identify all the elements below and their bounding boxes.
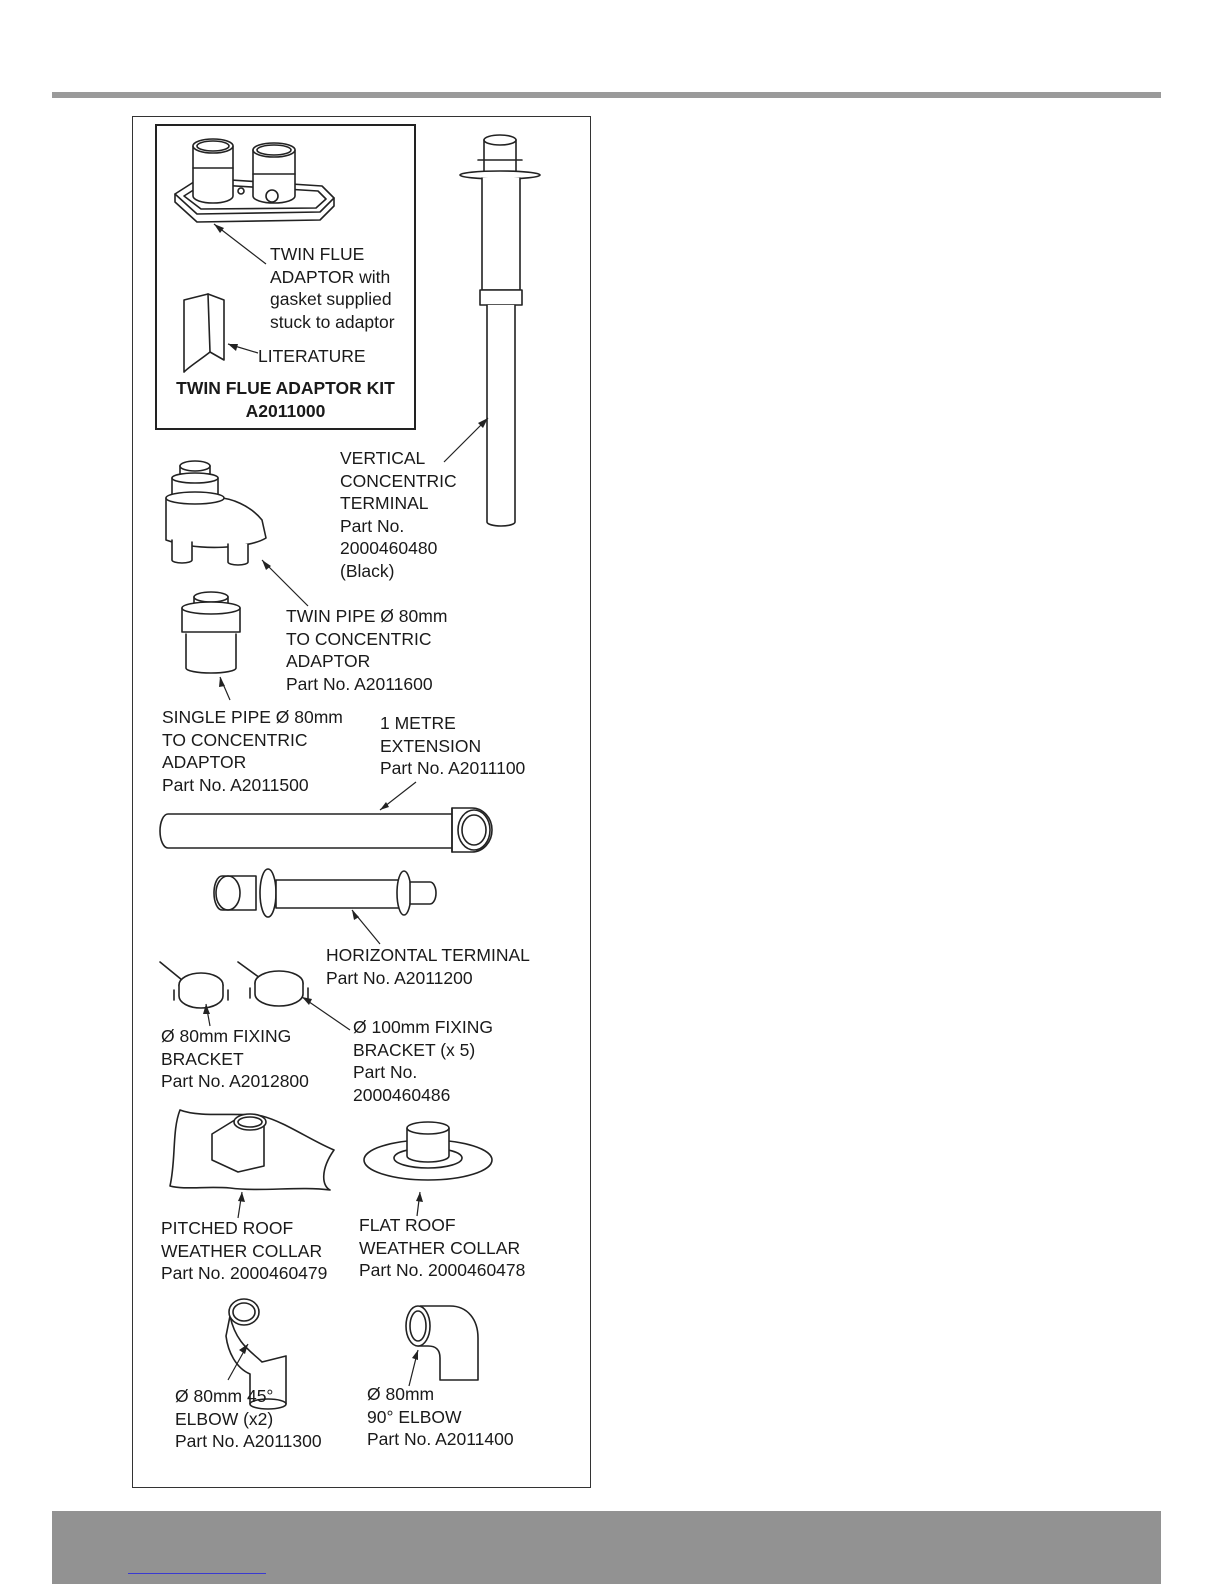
fixing-bracket-80-drawing <box>159 961 229 1009</box>
kit-title: TWIN FLUE ADAPTOR KIT A2011000 <box>176 378 395 421</box>
pitched-roof-collar-label: PITCHED ROOF WEATHER COLLAR Part No. 200… <box>161 1218 328 1284</box>
header-rule <box>52 92 1161 98</box>
figure-frame <box>132 116 591 1488</box>
footer-bar <box>52 1511 1161 1584</box>
elbow-45-drawing <box>225 1298 287 1410</box>
pitched-roof-collar-drawing <box>169 1109 335 1191</box>
elbow-90-drawing <box>405 1305 479 1381</box>
flat-roof-collar-label: FLAT ROOF WEATHER COLLAR Part No. 200046… <box>359 1215 526 1281</box>
bracket-100-label: Ø 100mm FIXING BRACKET (x 5) Part No. 20… <box>353 1017 494 1105</box>
vertical-terminal-drawing <box>459 134 541 527</box>
single-pipe-adaptor-drawing <box>181 591 241 674</box>
elbow-45-label: Ø 80mm 45° ELBOW (x2) Part No. A2011300 <box>175 1386 322 1452</box>
horizontal-terminal-drawing <box>213 868 437 918</box>
kit-box <box>155 124 416 430</box>
bracket-80-label: Ø 80mm FIXING BRACKET Part No. A2012800 <box>161 1026 309 1092</box>
literature-label: LITERATURE <box>258 346 366 366</box>
twin-pipe-adaptor-label: TWIN PIPE Ø 80mm TO CONCENTRIC ADAPTOR P… <box>286 606 448 694</box>
footer-link-underline[interactable] <box>128 1573 266 1574</box>
extension-label: 1 METRE EXTENSION Part No. A2011100 <box>380 713 526 779</box>
twin-pipe-adaptor-drawing <box>165 460 267 566</box>
elbow-90-label: Ø 80mm 90° ELBOW Part No. A2011400 <box>367 1384 514 1450</box>
vertical-terminal-label: VERTICAL CONCENTRIC TERMINAL Part No. 20… <box>340 448 457 581</box>
fixing-bracket-100-drawing <box>237 961 309 1007</box>
twin-flue-adaptor-label: TWIN FLUE ADAPTOR with gasket supplied s… <box>270 244 395 332</box>
extension-drawing <box>159 807 493 853</box>
single-pipe-adaptor-label: SINGLE PIPE Ø 80mm TO CONCENTRIC ADAPTOR… <box>162 707 343 795</box>
flat-roof-collar-drawing <box>363 1121 493 1181</box>
literature-drawing <box>183 293 225 373</box>
horizontal-terminal-label: HORIZONTAL TERMINAL Part No. A2011200 <box>326 945 530 988</box>
twin-flue-adaptor-drawing <box>174 138 335 223</box>
